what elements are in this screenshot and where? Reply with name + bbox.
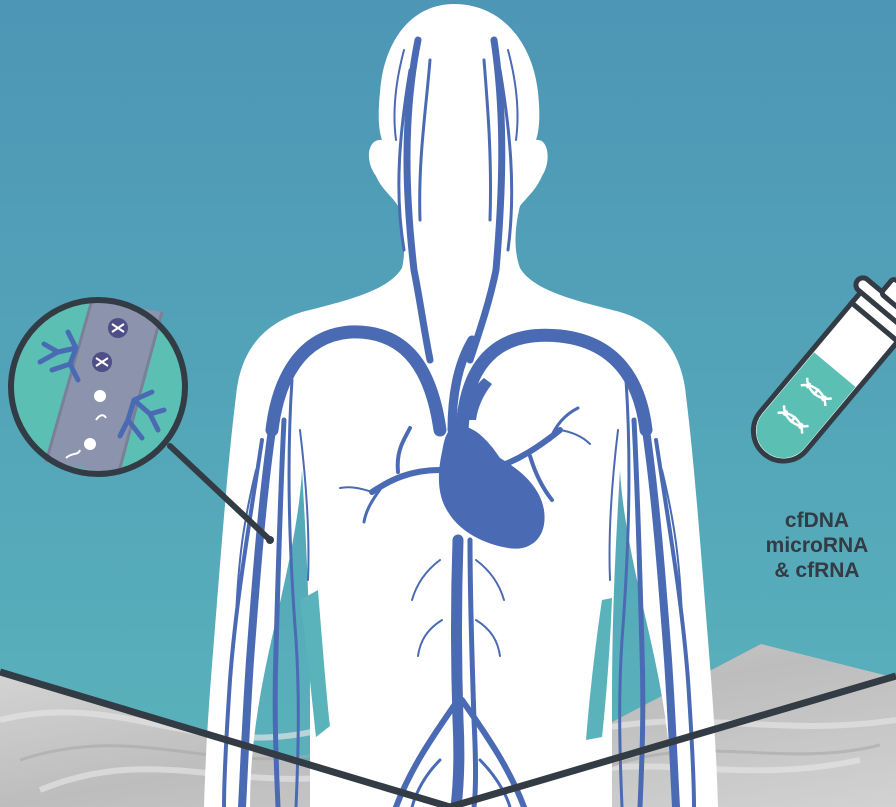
label-cfrna: & cfRNA — [738, 558, 896, 583]
label-cfdna: cfDNA — [738, 508, 896, 533]
particle — [84, 438, 96, 450]
label-microrna: microRNA — [738, 533, 896, 558]
biomarker-label: cfDNA microRNA & cfRNA — [738, 508, 896, 583]
particle — [94, 390, 106, 402]
